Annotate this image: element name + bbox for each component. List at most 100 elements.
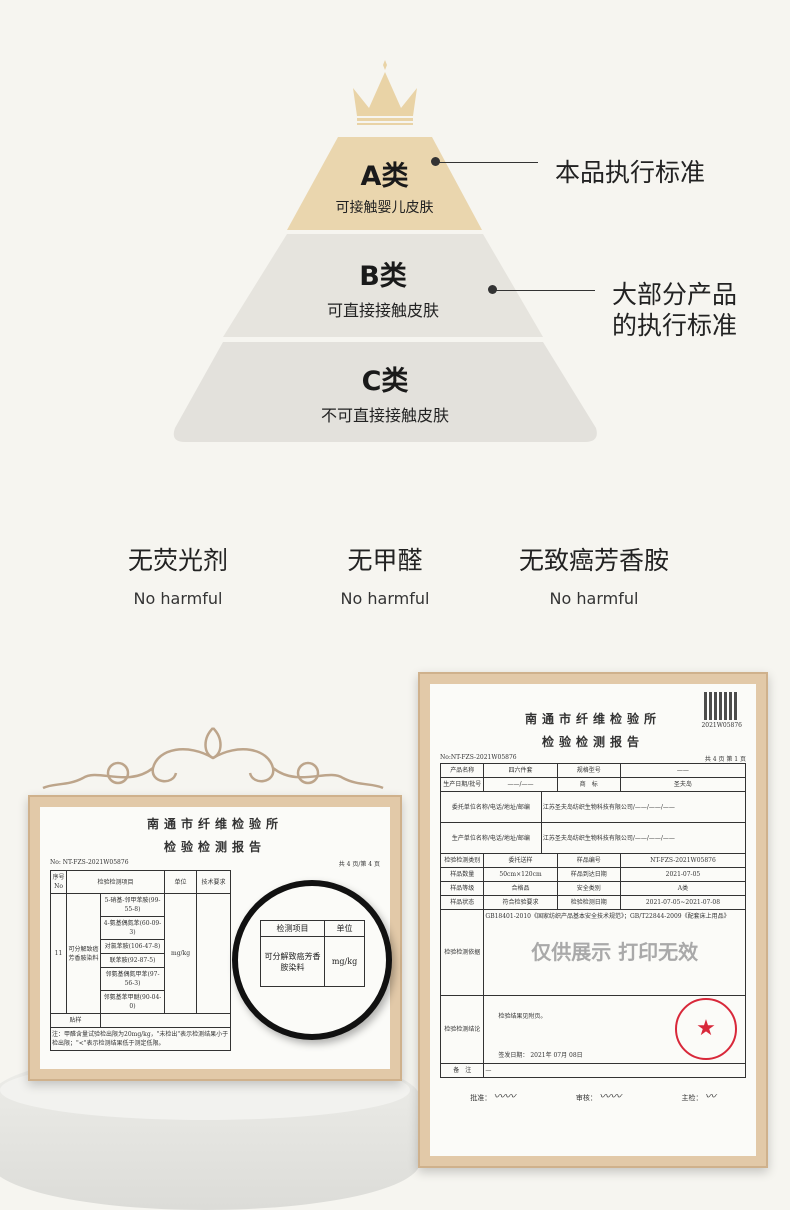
conclusion-value: 检验结果见附页。 bbox=[498, 1013, 547, 1020]
approve-label: 批准： bbox=[470, 1094, 492, 1102]
left-sample-label: 贴样 bbox=[50, 1013, 101, 1028]
left-header: 技术要求 bbox=[196, 870, 232, 894]
feature-1-sub: No harmful bbox=[133, 589, 223, 608]
right-certificate-frame: 南通市纤维检验所 检验检测报告 2021W05876 No:NT-FZS-202… bbox=[418, 672, 768, 1168]
watermark: 仅供展示 打印无效 bbox=[531, 940, 699, 964]
left-note: 注：甲醛含量试验检出限为20mg/kg，"未检出"表示检测结果小于检出限；"<"… bbox=[49, 1027, 232, 1051]
review-label: 审核： bbox=[575, 1094, 597, 1102]
left-item: 可分解致癌芳香胺染料 bbox=[66, 893, 101, 1014]
cell: ——/—— bbox=[483, 777, 558, 792]
callout-line-b bbox=[495, 290, 595, 291]
basis-label: 检验检测依据 bbox=[439, 909, 485, 996]
magnifier-unit: mg/kg bbox=[324, 936, 365, 987]
right-table: 产品名称四六件套规格型号—— 生产日期/批号——/——商 标圣夫岛 委托单位名称… bbox=[439, 763, 747, 1078]
feature-1: 无荧光剂 No harmful bbox=[78, 541, 278, 608]
left-subitem: 对氯苯胺(106-47-8) bbox=[99, 939, 166, 954]
cell: 委托单位名称/电话/地址/邮编 bbox=[441, 792, 542, 822]
cell: 四六件套 bbox=[483, 763, 558, 778]
cell: 合格品 bbox=[483, 881, 558, 896]
review-signature: 审核： 〰〰 bbox=[575, 1090, 622, 1103]
magnifier-header: 检测项目 bbox=[260, 920, 325, 937]
level-a: A类 可接触婴儿皮肤 bbox=[287, 140, 482, 230]
qr-code-icon bbox=[704, 692, 738, 720]
feature-3: 无致癌芳香胺 No harmful bbox=[494, 541, 694, 608]
issue-date: 签发日期： 2021年 07月 08日 bbox=[498, 1052, 583, 1059]
basis-value: GB18401-2010《国家纺织产品基本安全技术规范》；GB/T22844-2… bbox=[485, 913, 730, 920]
cell: 样品等级 bbox=[439, 881, 485, 896]
cell: 规格型号 bbox=[556, 763, 621, 778]
feature-2: 无甲醛 No harmful bbox=[285, 541, 485, 608]
cell: 圣夫岛 bbox=[619, 777, 747, 792]
qr-code-number: 2021W05876 bbox=[701, 722, 742, 729]
feature-3-sub: No harmful bbox=[549, 589, 639, 608]
inspector-label: 主检： bbox=[681, 1094, 703, 1102]
cell: 产品名称 bbox=[439, 763, 485, 778]
approve-signature: 批准： 〰〰 bbox=[470, 1090, 516, 1103]
cell: 符合检验要求 bbox=[483, 895, 558, 910]
left-seq: 11 bbox=[50, 893, 67, 1014]
level-c: C类 不可直接接触皮肤 bbox=[173, 345, 597, 440]
callout-dot-b bbox=[488, 285, 497, 294]
level-c-subtitle: 不可直接接触皮肤 bbox=[320, 406, 449, 425]
right-org: 南通市纤维检验所 bbox=[524, 712, 661, 726]
left-table: 序号 No 检验检测项目 单位 技术要求 11 可分解致癌芳香胺染料 5-硝基-… bbox=[49, 870, 232, 1051]
crown-icon bbox=[353, 60, 417, 125]
left-subitem: 邻氨基苯甲醚(90-04-0) bbox=[99, 990, 166, 1014]
left-title: 检验检测报告 bbox=[163, 840, 266, 854]
feature-1-title: 无荧光剂 bbox=[127, 546, 228, 575]
left-unit: mg/kg bbox=[164, 893, 198, 1014]
left-no: No: NT-FZS-2021W05876 bbox=[50, 859, 129, 866]
feature-2-title: 无甲醛 bbox=[347, 546, 423, 575]
level-a-subtitle: 可接触婴儿皮肤 bbox=[335, 199, 434, 216]
magnifier-lens: 检测项目单位 可分解致癌芳香胺染料 mg/kg bbox=[232, 880, 392, 1040]
conclusion-label: 检验检测结论 bbox=[439, 995, 485, 1064]
level-c-title: C类 bbox=[361, 366, 409, 397]
callout-b: 大部分产品 的执行标准 bbox=[612, 279, 737, 341]
level-a-title: A类 bbox=[360, 160, 409, 192]
cell: 样品数量 bbox=[439, 867, 485, 882]
left-header: 序号 No bbox=[50, 870, 67, 894]
cell: 生产单位名称/电话/地址/邮编 bbox=[441, 823, 542, 853]
left-subitem: 4-氨基偶氮苯(60-09-3) bbox=[99, 916, 166, 940]
right-certificate: 南通市纤维检验所 检验检测报告 2021W05876 No:NT-FZS-202… bbox=[430, 684, 756, 1156]
level-b-subtitle: 可直接接触皮肤 bbox=[326, 301, 439, 320]
cell: 样品编号 bbox=[556, 853, 621, 868]
cell: 2021-07-05~2021-07-08 bbox=[619, 895, 747, 910]
left-header: 单位 bbox=[164, 870, 198, 894]
cell: 商 标 bbox=[556, 777, 621, 792]
left-org: 南通市纤维检验所 bbox=[146, 817, 283, 831]
magnifier-item: 可分解致癌芳香胺染料 bbox=[260, 936, 325, 987]
right-title: 检验检测报告 bbox=[541, 735, 644, 749]
right-page: 共 4 页 第 1 页 bbox=[704, 756, 746, 763]
cell: 检验检测日期 bbox=[556, 895, 621, 910]
magnifier-unit-header: 单位 bbox=[324, 920, 365, 937]
callout-line-a bbox=[438, 162, 538, 163]
official-seal-icon: ★ bbox=[675, 998, 737, 1060]
left-subitem: 5-硝基-邻甲苯胺(99-55-8) bbox=[99, 893, 166, 917]
left-header: 检验检测项目 bbox=[65, 870, 166, 894]
cell: 江苏圣夫岛纺织生物科技有限公司/——/——/—— bbox=[542, 803, 675, 811]
cell: 50cm×120cm bbox=[483, 867, 558, 882]
cell: NT-FZS-2021W05876 bbox=[619, 853, 747, 868]
cell: 样品状态 bbox=[439, 895, 485, 910]
feature-3-title: 无致癌芳香胺 bbox=[518, 546, 669, 575]
inspector-signature: 主检： 〰 bbox=[681, 1090, 716, 1103]
callout-b-line2: 的执行标准 bbox=[612, 311, 738, 340]
cell: 委托送样 bbox=[483, 853, 558, 868]
ornament-icon bbox=[42, 727, 384, 790]
callout-a: 本品执行标准 bbox=[555, 158, 706, 187]
cell: 江苏圣夫岛纺织生物科技有限公司/——/——/—— bbox=[542, 834, 675, 842]
remark-value: — bbox=[483, 1063, 746, 1078]
level-b: B类 可直接接触皮肤 bbox=[223, 240, 543, 335]
cell: 样品到达日期 bbox=[556, 867, 621, 882]
cell: A类 bbox=[619, 881, 747, 896]
left-page: 共 4 页/第 4 页 bbox=[338, 861, 380, 868]
pyramid-shape bbox=[173, 137, 597, 442]
feature-2-sub: No harmful bbox=[340, 589, 430, 608]
cell: 2021-07-05 bbox=[619, 867, 747, 882]
level-b-title: B类 bbox=[359, 261, 407, 292]
cell: 生产日期/批号 bbox=[439, 777, 485, 792]
right-no: No:NT-FZS-2021W05876 bbox=[440, 754, 517, 761]
cell: 检验检测类别 bbox=[439, 853, 485, 868]
callout-b-line1: 大部分产品 bbox=[612, 280, 738, 309]
